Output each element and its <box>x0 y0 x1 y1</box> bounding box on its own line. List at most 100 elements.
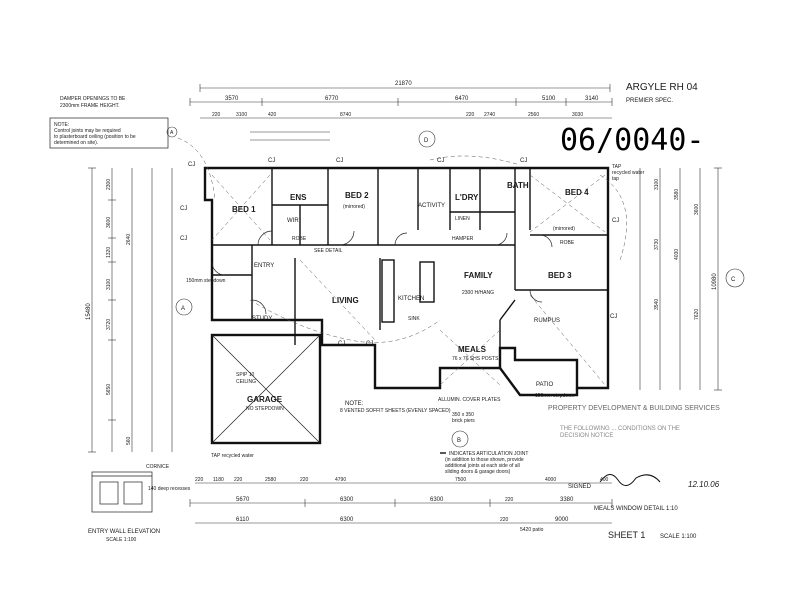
left-dim-3: 1320 <box>106 247 112 258</box>
tap-left-note: TAP recycled water <box>211 453 254 459</box>
external-walls <box>203 166 610 445</box>
cj-mark: CJ <box>268 158 275 164</box>
robe-left-label: ROBE <box>292 236 307 242</box>
control-joint-note-box <box>49 117 169 149</box>
room-label-bed1: BED 1 <box>232 205 256 214</box>
top-overall-dimension: 21870 <box>395 81 412 87</box>
garage-note-1: SPIP 10 <box>236 372 254 378</box>
faint-condition-note-1: THE FOLLOWING ... CONDITIONS ON THE <box>560 426 680 432</box>
cj-mark: CJ <box>188 162 195 168</box>
section-marker-b-label: B <box>457 438 461 444</box>
roof-hip-lines <box>211 174 606 386</box>
left2-dim-1: 2640 <box>126 234 132 245</box>
cj-mark: CJ <box>338 341 345 347</box>
room-label-study: STUDY <box>252 316 272 322</box>
plan-notes: NOTE: 8 VENTED SOFFIT SHEETS (EVENLY SPA… <box>211 164 645 475</box>
bottom1-dim-2: 1180 <box>213 477 224 483</box>
hamper-label: HAMPER <box>452 236 474 242</box>
mirrored-right-label: (mirrored) <box>553 226 575 232</box>
control-joint-note-line2: to plasterboard ceiling (position to be <box>54 134 136 140</box>
top-dim-1: 3570 <box>225 96 239 102</box>
plan-name: ARGYLE RH 04 <box>626 82 698 93</box>
tap-right-note: TAP <box>612 164 622 170</box>
top2-dim-4: 8740 <box>340 112 351 118</box>
right-overall-dimension: 10980 <box>712 273 718 290</box>
section-marker-a-left-label: A <box>181 306 185 312</box>
control-joint-note-line1: Control joints may be required <box>54 128 121 134</box>
tap-right-note-3: tap <box>612 176 619 182</box>
tap-right-note-2: recycled water <box>612 170 645 176</box>
entry-wall-scale: SCALE 1:100 <box>106 537 137 543</box>
bottom1-dim-9: 400 <box>600 477 609 483</box>
top2-dim-7: 2560 <box>528 112 539 118</box>
robe-right-label: ROBE <box>560 240 575 246</box>
cj-mark: CJ <box>336 158 343 164</box>
cj-mark: CJ <box>520 158 527 164</box>
brick-piers-note-2: brick piers <box>452 418 475 424</box>
left-dim-1: 2300 <box>106 179 112 190</box>
garage-note-2: CEILING <box>236 379 256 385</box>
bottom2-dim-5: 3380 <box>560 497 574 503</box>
right-dimensions: 10980 3600 7620 3580 4030 3100 3730 3540 <box>639 167 722 391</box>
top-dim-2: 6770 <box>325 96 339 102</box>
signature <box>599 474 661 486</box>
posts-note: 76 x 76 SHS POSTS <box>452 356 499 362</box>
left-dimensions: 15480 2300 3600 1320 3100 3720 5650 2640… <box>86 167 173 453</box>
bottom1-dim-8: 4000 <box>545 477 556 483</box>
see-detail-label: SEE DETAIL <box>314 248 343 254</box>
plan-spec: PREMIER SPEC. <box>626 98 673 104</box>
right-dim-1: 3600 <box>694 204 700 215</box>
articulation-note-4: sliding doors & garage doors) <box>445 469 511 475</box>
right3-dim-2: 3730 <box>654 239 660 250</box>
bottom1-dim-5: 220 <box>300 477 309 483</box>
top2-dim-8: 3030 <box>572 112 583 118</box>
room-label-kitchen: KITCHEN <box>398 296 424 302</box>
section-marker-a-top-label: A <box>170 130 174 136</box>
window-detail-label: MEALS WINDOW DETAIL 1:10 <box>594 506 678 512</box>
room-label-garage: GARAGE <box>247 395 283 404</box>
left-overall-dimension: 15480 <box>86 303 92 320</box>
top2-dim-3: 420 <box>268 112 277 118</box>
section-marker-d-label: D <box>424 138 429 144</box>
cj-mark: CJ <box>612 218 619 224</box>
section-marker-a-top <box>166 126 178 138</box>
cj-mark: CJ <box>610 314 617 320</box>
left-dim-5: 3720 <box>106 319 112 330</box>
sink-label: SINK <box>408 316 420 322</box>
door-swings <box>211 230 553 315</box>
bottom2-dim-2: 6300 <box>340 497 354 503</box>
section-markers: A A B C D <box>166 126 745 448</box>
dashed-service-lines <box>177 137 627 343</box>
brick-piers-note: 350 x 350 <box>452 412 474 418</box>
bottom1-dim-7: 7500 <box>455 477 466 483</box>
signed-label: SIGNED <box>568 484 592 490</box>
sheet-number: SHEET 1 <box>608 530 645 540</box>
allumin-cover-note: ALLUMIN. COVER PLATES <box>438 397 501 403</box>
patio-stepdown-note: 150mm stepdown <box>535 393 575 399</box>
section-marker-d <box>418 130 436 148</box>
section-marker-b <box>451 430 469 448</box>
room-label-bed2: BED 2 <box>345 191 369 200</box>
soffit-note-text: 8 VENTED SOFFIT SHEETS (EVENLY SPACED) <box>340 408 451 414</box>
right2-dim-2: 4030 <box>674 249 680 260</box>
fixture-labels: ROBE ROBE (mirrored) (mirrored) LINEN HA… <box>186 204 575 412</box>
top2-dim-6: 2740 <box>484 112 495 118</box>
entry-stepdown-note: 150mm stepdown <box>186 278 226 284</box>
bottom1-dim-4: 2580 <box>265 477 276 483</box>
room-labels: BED 1 ENS WIR BED 2 ACTIVITY L'DRY BATH … <box>232 181 589 404</box>
faint-condition-note-2: DECISION NOTICE <box>560 433 613 439</box>
bottom2-dim-4: 220 <box>505 497 514 503</box>
room-label-bed3: BED 3 <box>548 271 572 280</box>
bottom-patio-dimension: 5420 patio <box>520 527 544 533</box>
room-label-patio: PATIO <box>536 382 553 388</box>
room-label-rumpus: RUMPUS <box>534 318 560 324</box>
bottom1-dim-3: 220 <box>234 477 243 483</box>
signed-date: 12.10.06 <box>688 480 720 489</box>
entry-wall-outline <box>91 471 153 513</box>
soffit-note-title: NOTE: <box>345 401 364 407</box>
cj-mark: CJ <box>180 206 187 212</box>
damper-note-line2: 2300mm FRAME HEIGHT. <box>60 103 119 109</box>
cj-mark: CJ <box>180 236 187 242</box>
control-joint-note-line3: determined on site). <box>54 140 98 146</box>
